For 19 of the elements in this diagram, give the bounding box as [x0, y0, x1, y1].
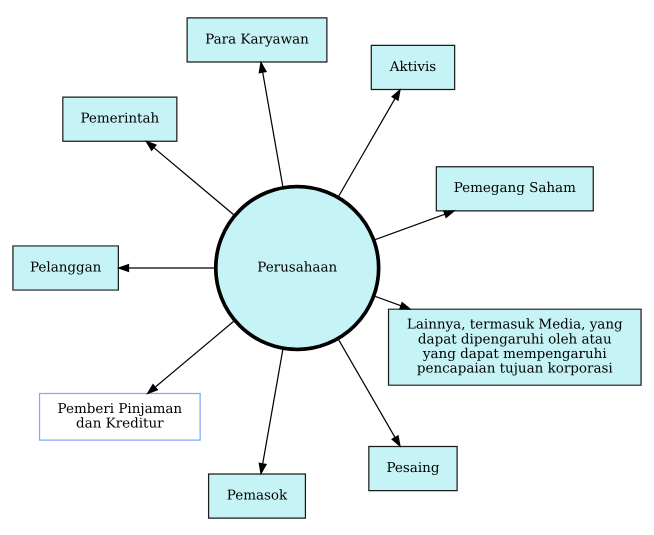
node-box: Pemerintah	[62, 96, 178, 142]
arrow	[258, 60, 284, 188]
arrow	[146, 320, 236, 394]
arrow	[337, 338, 401, 448]
node-circle: Perusahaan	[214, 184, 380, 351]
arrow	[374, 294, 412, 310]
node-box: Pemasok	[208, 472, 306, 518]
node-box: Pemberi Pinjaman dan Kreditur	[38, 392, 201, 440]
arrow	[374, 210, 456, 240]
arrow	[258, 348, 284, 475]
node-box: Pemegang Saham	[436, 166, 594, 211]
node-box: Pesaing	[368, 445, 458, 491]
node-box: Lainnya, termasuk Media, yang dapat dipengaruhi oleh atau yang dapat mempengaruhi pencapaian tujuan korporasi	[388, 308, 642, 386]
arrow	[337, 88, 401, 198]
node-box: Aktivis	[370, 44, 456, 90]
arrow	[116, 263, 216, 272]
node-box: Para Karyawan	[186, 16, 328, 62]
node-box: Pelanggan	[12, 244, 119, 290]
arrow	[144, 140, 236, 216]
